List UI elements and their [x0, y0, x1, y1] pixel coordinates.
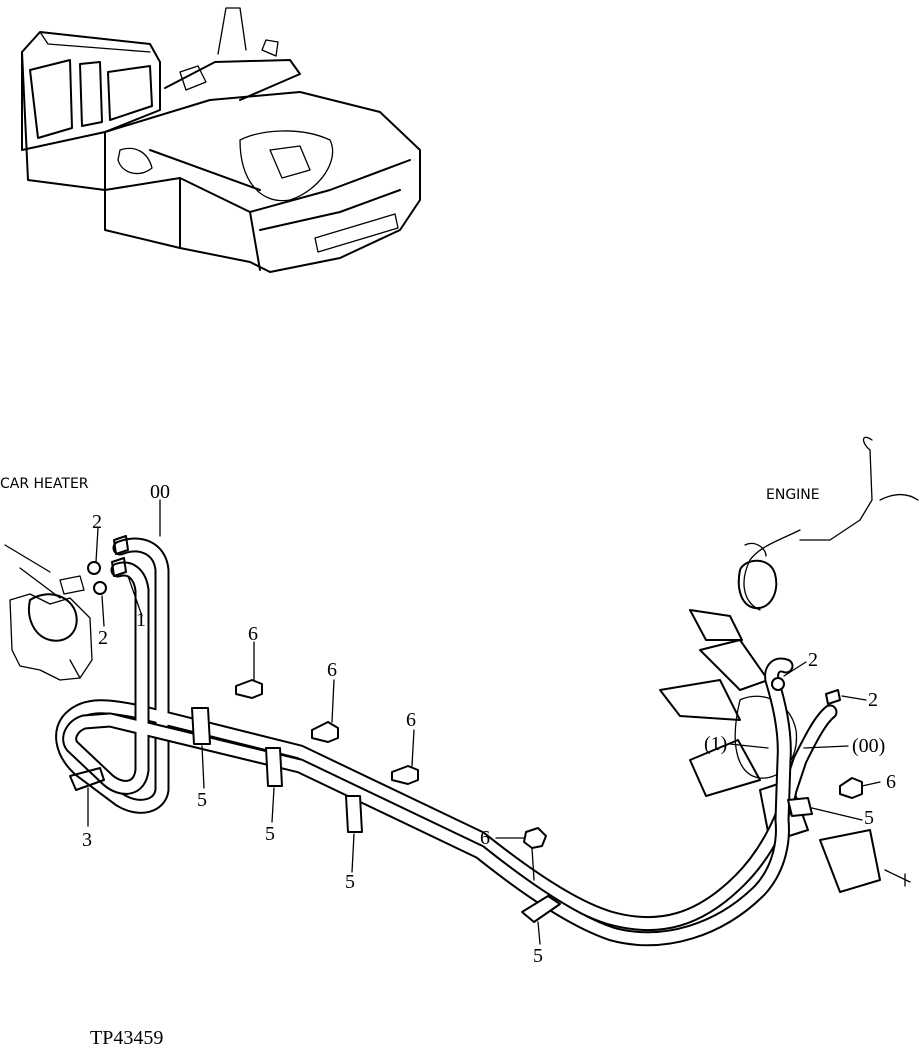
part-callout-6-a: 6 — [248, 623, 258, 645]
excavator-locator-illustration — [21, 7, 421, 273]
part-callout-2-engine-b: 2 — [868, 689, 878, 711]
part-callout-2-engine-a: 2 — [808, 649, 818, 671]
part-callout-5-e: 5 — [864, 807, 874, 829]
band-part — [69, 767, 105, 791]
part-callout-5-b: 5 — [265, 823, 275, 845]
car-heater-label: CAR HEATER — [0, 476, 89, 492]
leader-lines — [87, 499, 881, 945]
part-callout-6-b: 6 — [327, 659, 337, 681]
part-callout-00-engine: (00) — [852, 735, 885, 757]
part-callout-00: 00 — [150, 481, 170, 503]
part-callout-6-c: 6 — [406, 709, 416, 731]
part-callout-5-a: 5 — [197, 789, 207, 811]
heater-hose-short — [62, 561, 794, 947]
part-callout-1-engine: (1) — [704, 733, 727, 755]
part-callout-3: 3 — [82, 829, 92, 851]
hose-clip-part — [191, 707, 813, 923]
part-callout-2-lower: 2 — [98, 627, 108, 649]
engine-label: ENGINE — [766, 487, 820, 503]
part-callout-6-d: 6 — [480, 827, 490, 849]
car-heater-unit — [4, 544, 93, 681]
figure-id-label: TP43459 — [90, 1027, 163, 1048]
part-callout-5-d: 5 — [533, 945, 543, 967]
hose-end-lower — [111, 557, 127, 577]
part-callout-6-e: 6 — [886, 771, 896, 793]
part-callout-2-upper: 2 — [92, 511, 102, 533]
part-callout-5-c: 5 — [345, 871, 355, 893]
part-callout-1: 1 — [136, 609, 146, 631]
bolt-part — [235, 679, 863, 881]
hose-end-upper — [113, 535, 129, 555]
hose-clamp-part — [87, 561, 841, 705]
